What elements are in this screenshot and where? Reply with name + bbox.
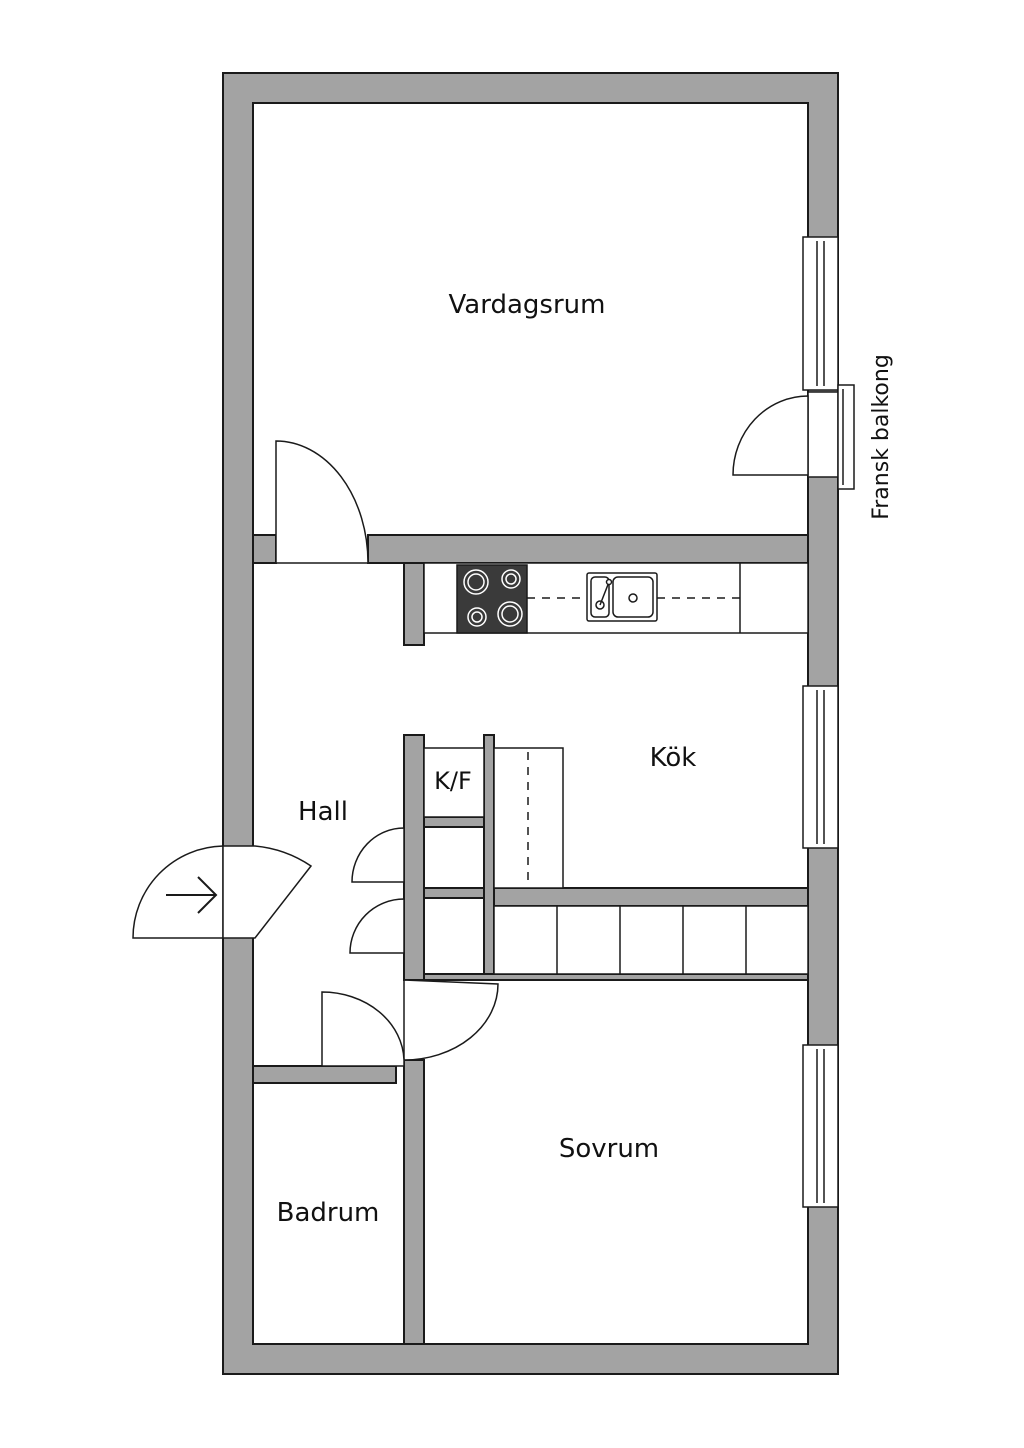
room-label-bedroom: Sovrum: [559, 1134, 659, 1164]
kitchen-cabinet: [493, 747, 564, 889]
wall-closet-west: [403, 734, 425, 981]
room-label-living: Vardagsrum: [449, 290, 606, 320]
door-closet-upper: [351, 827, 405, 883]
room-label-kitchen: Kök: [650, 743, 697, 773]
wall-living-west: [252, 534, 277, 564]
door-closet-lower: [349, 898, 405, 954]
window-living: [802, 236, 839, 391]
french-balcony-door: [732, 384, 855, 490]
outer-wall: [222, 72, 839, 1375]
wall-living-kitchen: [367, 534, 809, 564]
wardrobe-row: [493, 905, 809, 975]
fridge-freezer: [423, 747, 485, 818]
window-bedroom: [802, 1044, 839, 1208]
entrance-door: [132, 845, 313, 939]
stove-icon: [456, 564, 528, 634]
wall-closet-shelf-1: [423, 816, 485, 828]
wall-bath-bedroom: [403, 1059, 425, 1345]
wall-bath-north: [252, 1065, 397, 1084]
sink-icon: [586, 572, 658, 622]
window-kitchen: [802, 685, 839, 849]
wall-kitchen-stub: [403, 562, 425, 646]
label-fridge-freezer: K/F: [434, 767, 472, 795]
door-bedroom: [403, 979, 499, 1061]
room-label-bathroom: Badrum: [277, 1198, 380, 1228]
door-living: [275, 440, 369, 564]
entrance-arrow-icon: [166, 876, 218, 914]
wall-closet-mid: [483, 734, 495, 981]
doors: [275, 440, 499, 1067]
wall-bedroom-north: [423, 973, 809, 981]
room-label-hall: Hall: [298, 797, 348, 827]
wall-kitchen-bedroom: [493, 887, 809, 907]
wall-closet-shelf-2: [423, 887, 485, 899]
french-balcony-label: Fransk balkong: [869, 354, 894, 520]
door-bathroom: [321, 991, 405, 1067]
windows: [802, 236, 839, 1208]
walls: [222, 72, 839, 1375]
